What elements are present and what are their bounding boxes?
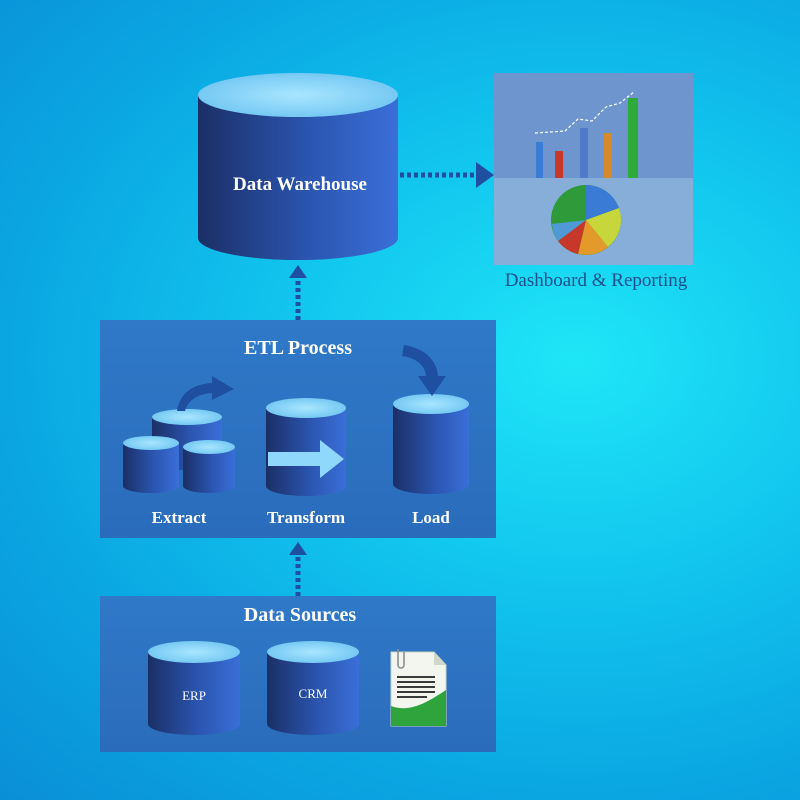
paperclip-icon [397, 649, 405, 669]
sources-title: Data Sources [244, 604, 357, 626]
extract-icon [123, 376, 235, 493]
arrow-to-etl [289, 542, 307, 596]
sources-panel: Data Sources ERP CRM [100, 596, 496, 752]
arrow-to-dashboard [400, 162, 494, 188]
bar-chart-icon [534, 91, 638, 178]
arrow-icon [476, 162, 494, 188]
source-crm: CRM [299, 686, 328, 701]
data-warehouse: Data Warehouse [198, 73, 398, 260]
spreadsheet-icon [390, 649, 447, 727]
transform-icon [266, 398, 346, 496]
arrow-icon [289, 265, 307, 278]
crm-database-icon: CRM [267, 641, 359, 735]
arrow-icon [268, 440, 344, 478]
step-extract: Extract [152, 508, 207, 527]
step-transform: Transform [267, 508, 345, 527]
step-load: Load [412, 508, 450, 527]
curved-arrow-icon [177, 376, 234, 411]
dashboard-label: Dashboard & Reporting [505, 270, 688, 291]
arrow-icon [289, 542, 307, 555]
warehouse-label: Data Warehouse [233, 174, 367, 195]
curved-arrow-icon [402, 345, 446, 396]
source-erp: ERP [182, 688, 206, 703]
etl-panel: ETL Process Extract Transform Load [100, 320, 496, 538]
etl-title: ETL Process [244, 337, 352, 359]
arrow-to-warehouse [289, 265, 307, 320]
pie-chart-icon [551, 184, 622, 255]
dashboard-panel: Dashboard & Reporting [494, 73, 693, 291]
erp-database-icon: ERP [148, 641, 240, 735]
load-icon [393, 345, 469, 494]
